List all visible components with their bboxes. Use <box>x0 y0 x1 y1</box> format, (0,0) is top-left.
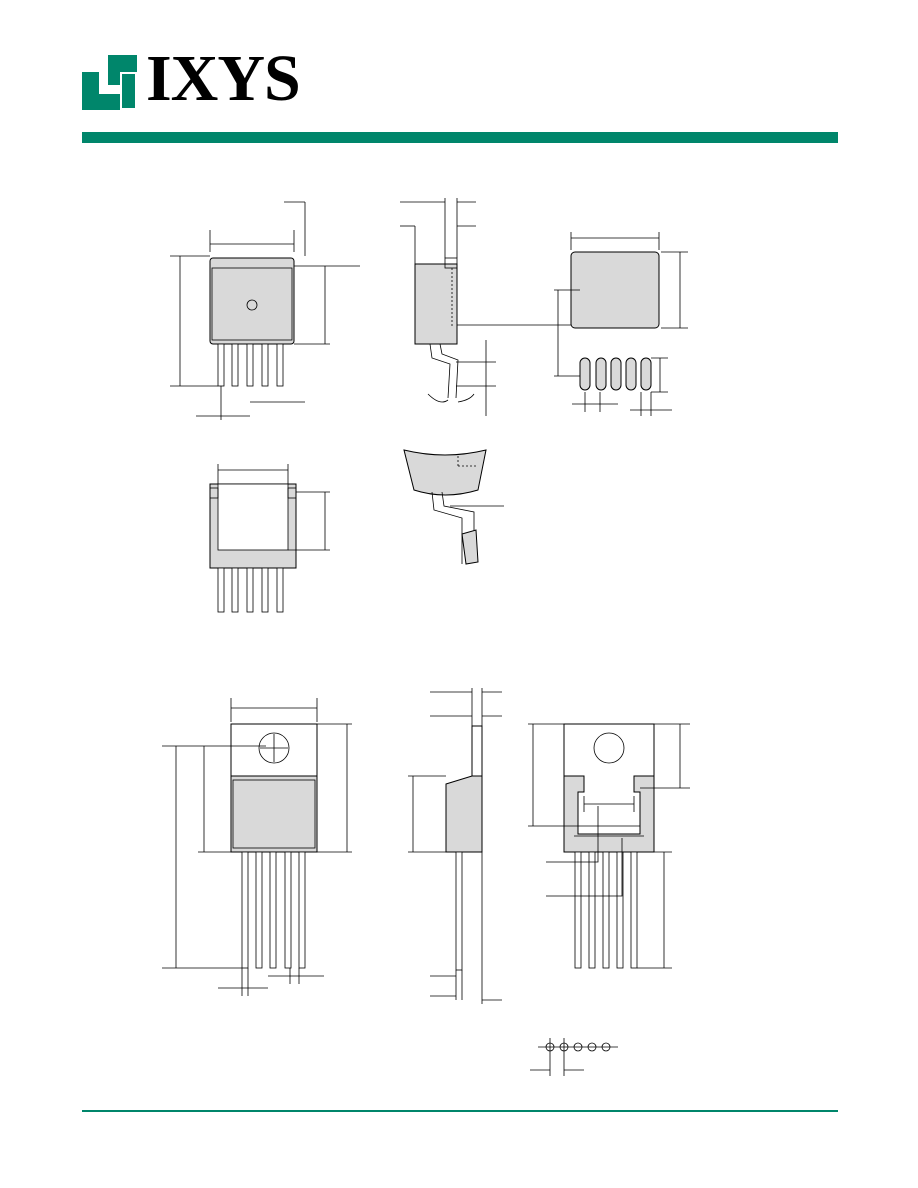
footer-divider <box>82 1110 838 1112</box>
back-view-smd <box>209 464 330 613</box>
front-view-thru-hole <box>162 698 352 996</box>
ixys-logo: IXYS <box>82 46 342 112</box>
lead-pitch-detail <box>530 1038 618 1076</box>
side-view-smd <box>400 198 612 416</box>
front-view-smd <box>170 201 360 420</box>
detail-view-lead <box>403 449 504 565</box>
brand-name: IXYS <box>146 42 301 115</box>
back-view-thru-hole <box>528 723 690 969</box>
header-divider <box>82 132 838 143</box>
side-view-thru-hole <box>408 688 502 1004</box>
footprint-pads <box>554 232 688 416</box>
ixys-square-logo-icon <box>82 55 137 110</box>
